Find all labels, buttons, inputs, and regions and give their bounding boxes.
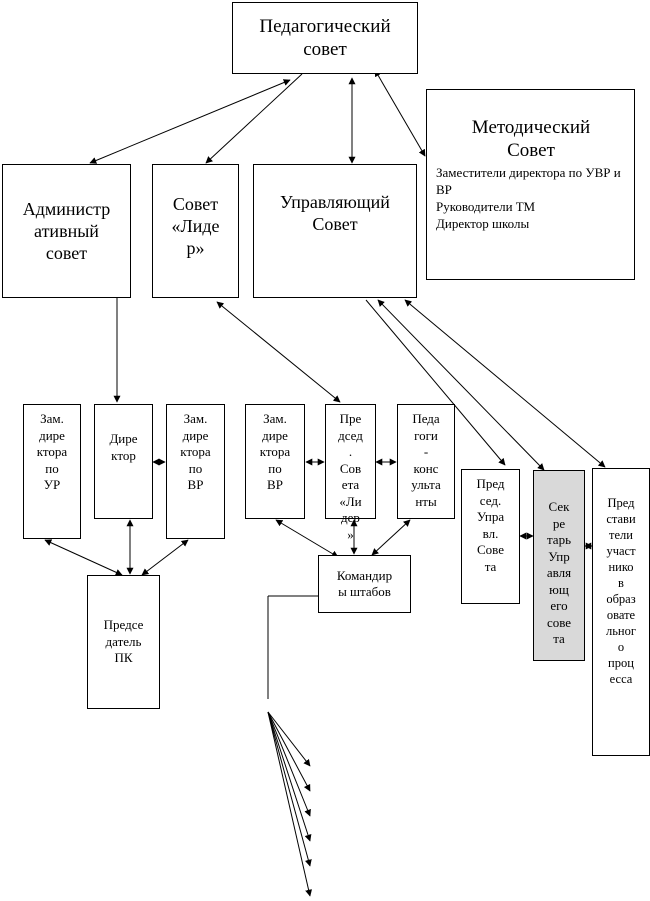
node-label: Пре дсед . Сов ета «Ли дер » xyxy=(338,411,363,542)
fan-arrow-1 xyxy=(267,711,311,767)
node-pk-chairman: Предсе датель ПК xyxy=(87,575,160,709)
node-label: Дире ктор xyxy=(109,431,138,463)
arrow-ped-metod xyxy=(374,69,426,157)
fan-arrow-4 xyxy=(267,711,312,842)
node-label: Совет «Лиде р» xyxy=(171,194,220,258)
member-item: Директор школы xyxy=(436,216,530,231)
arrow-zamur-pk xyxy=(44,539,123,576)
node-governing-secretary: Сек ре тарь Упр авля ющ его сове та xyxy=(533,470,585,661)
node-label: Зам. дире ктора по ВР xyxy=(180,411,211,492)
node-governing-council: Управляющий Совет xyxy=(253,164,417,298)
node-pedagogical-council: Педагогический совет xyxy=(232,2,418,74)
node-deputy-ur: Зам. дире ктора по УР xyxy=(23,404,81,539)
node-label: Зам. дире ктора по ВР xyxy=(259,411,291,492)
node-lider-chairman: Пре дсед . Сов ета «Ли дер » xyxy=(325,404,376,542)
arrow-pedagogi-kom xyxy=(371,519,411,556)
arrow-zamvr-pk xyxy=(141,539,189,576)
fan-arrow-3 xyxy=(267,711,311,817)
node-label: Предсе датель ПК xyxy=(103,617,144,666)
fan-arrow-2 xyxy=(267,711,311,792)
node-label: Администр ативный совет xyxy=(22,199,111,263)
node-teacher-consultants: Педа гоги - конс ульта нты xyxy=(397,404,455,519)
member-item: Руководители ТМ xyxy=(436,199,536,214)
node-staff-commanders: Командир ы штабов xyxy=(318,555,411,613)
node-title: Методический Совет xyxy=(471,117,591,161)
fan-arrow-5 xyxy=(267,711,312,867)
fan-arrow-6 xyxy=(267,711,313,897)
node-label: Пред сед. Упра вл. Сове та xyxy=(476,476,505,574)
node-deputy-vr: Зам. дире ктора по ВР xyxy=(166,404,225,539)
node-methodical-council: Методический Совет Заместители директора… xyxy=(426,89,635,280)
node-label: Управляющий Совет xyxy=(280,192,390,234)
node-label: Командир ы штабов xyxy=(336,567,393,600)
node-participants-representatives: Пред стави тели участ нико в образ овате… xyxy=(592,468,650,756)
node-label: Сек ре тарь Упр авля ющ его сове та xyxy=(546,499,572,646)
node-deputy-vr-2: Зам. дире ктора по ВР xyxy=(245,404,305,519)
arrow-ped-admin xyxy=(89,79,291,164)
node-label: Педа гоги - конс ульта нты xyxy=(411,411,441,509)
node-lider-council: Совет «Лиде р» xyxy=(152,164,239,298)
node-label: Педагогический совет xyxy=(259,16,391,60)
node-administrative-council: Администр ативный совет xyxy=(2,164,131,298)
arrow-lider-chairman xyxy=(216,301,341,403)
node-director: Дире ктор xyxy=(94,404,153,519)
arrow-zamvr2-kom xyxy=(275,519,339,558)
arrow-ped-lider xyxy=(205,73,303,164)
member-item: Заместители директора по УВР и ВР xyxy=(436,165,621,197)
node-label: Зам. дире ктора по УР xyxy=(36,411,68,492)
arrow-upr-predstav xyxy=(404,299,606,468)
methodical-members: Заместители директора по УВР и ВР Руково… xyxy=(436,164,626,232)
node-governing-chairman: Пред сед. Упра вл. Сове та xyxy=(461,469,520,604)
node-label: Пред стави тели участ нико в образ овате… xyxy=(605,496,636,686)
